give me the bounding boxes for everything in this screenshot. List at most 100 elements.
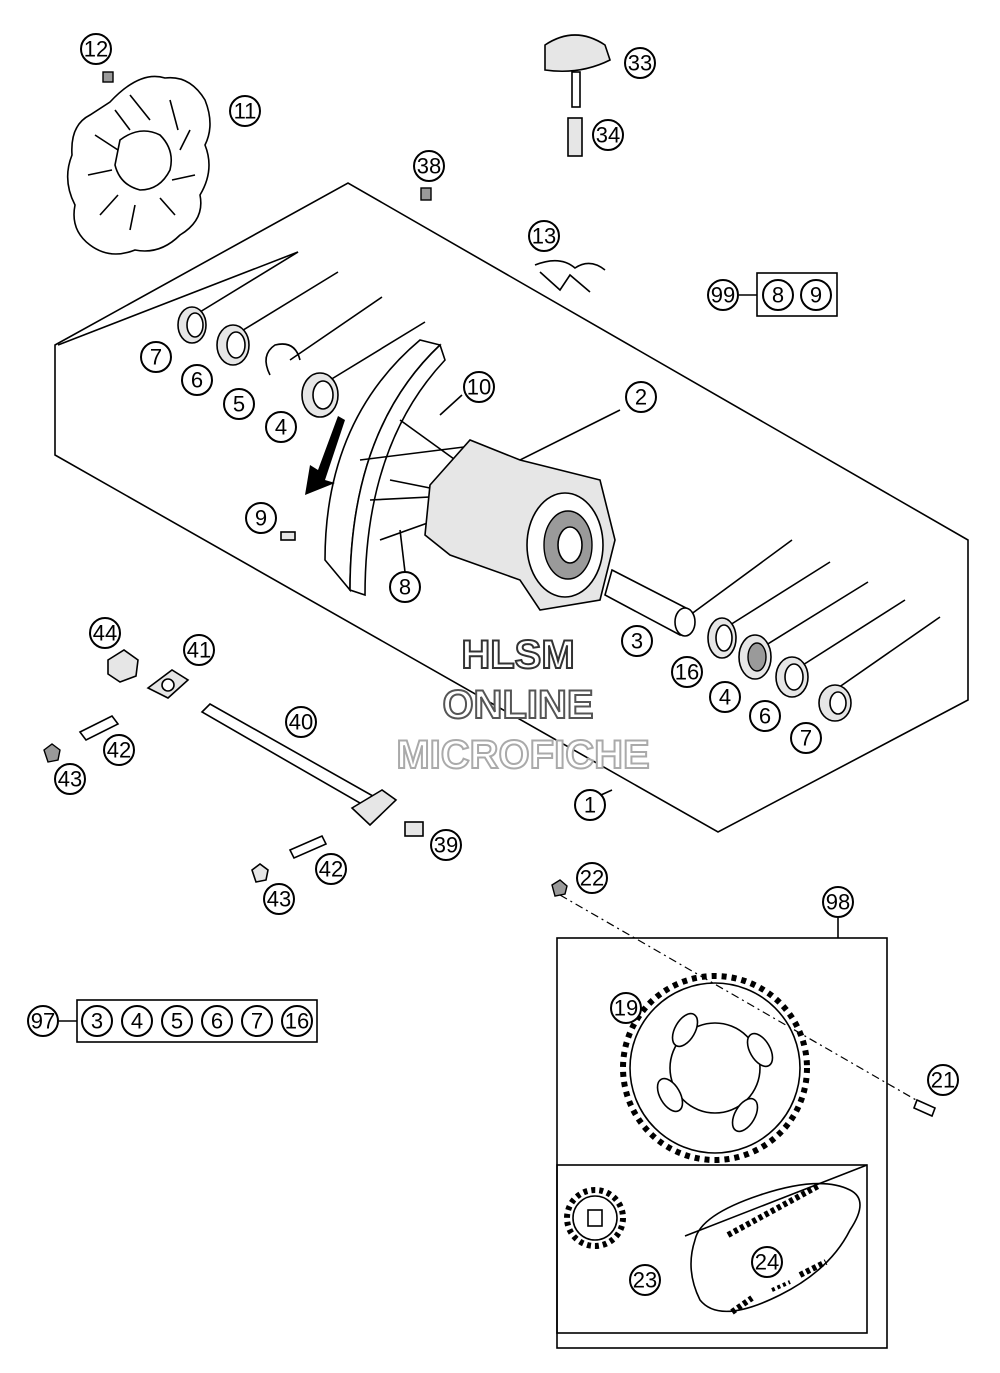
rim-tape [534, 259, 606, 293]
svg-text:97: 97 [31, 1009, 55, 1034]
svg-text:19: 19 [614, 996, 638, 1021]
callout-98: 98 [822, 886, 854, 918]
callout-4-right: 4 [709, 681, 741, 713]
callout-5: 5 [223, 388, 255, 420]
front-sprocket [564, 1187, 626, 1249]
rim [324, 339, 446, 597]
svg-text:5: 5 [171, 1009, 183, 1034]
callout-43-bottom: 43 [263, 883, 295, 915]
callout-42-bottom: 42 [315, 853, 347, 885]
svg-text:42: 42 [107, 738, 131, 763]
svg-text:24: 24 [755, 1250, 779, 1275]
chain-kit-box [556, 1164, 868, 1334]
svg-text:9: 9 [255, 506, 267, 531]
sprocket-bolt-line [551, 879, 937, 1118]
callout-39: 39 [430, 829, 462, 861]
svg-text:38: 38 [417, 154, 441, 179]
svg-text:8: 8 [399, 575, 411, 600]
svg-text:6: 6 [759, 704, 771, 729]
svg-text:40: 40 [289, 710, 313, 735]
wheel-assembly-outline [54, 182, 969, 833]
svg-text:4: 4 [275, 415, 287, 440]
adjuster-bolt-top [78, 714, 120, 742]
callout-23: 23 [629, 1264, 661, 1296]
kit-99-item: 9 [800, 279, 832, 311]
svg-text:1: 1 [584, 793, 596, 818]
svg-text:3: 3 [631, 629, 643, 654]
svg-text:33: 33 [628, 51, 652, 76]
adjuster-bolt-bottom [288, 834, 328, 860]
svg-text:43: 43 [267, 887, 291, 912]
callout-97: 97 [27, 1005, 59, 1037]
axle-nut-44 [107, 649, 139, 683]
callout-7-right: 7 [790, 722, 822, 754]
kit-97-item: 4 [121, 1005, 153, 1037]
kit-97-box [59, 999, 318, 1043]
chain-guide-part [544, 34, 611, 108]
svg-text:5: 5 [233, 392, 245, 417]
svg-text:MICROFICHE: MICROFICHE [396, 733, 649, 777]
sprocket-kit-box [556, 918, 888, 1349]
callout-3: 3 [621, 625, 653, 657]
callout-4-left: 4 [265, 411, 297, 443]
kit-97-item: 3 [81, 1005, 113, 1037]
callout-21: 21 [927, 1064, 959, 1096]
svg-text:39: 39 [434, 833, 458, 858]
callout-40: 40 [285, 706, 317, 738]
svg-text:42: 42 [319, 857, 343, 882]
chain-adjuster-41 [146, 669, 190, 699]
right-seal-6 [775, 656, 809, 698]
svg-text:ONLINE: ONLINE [442, 683, 593, 727]
callout-12: 12 [80, 33, 112, 65]
callout-33: 33 [624, 47, 656, 79]
callout-44: 44 [89, 617, 121, 649]
adjuster-nut-top [43, 743, 61, 763]
svg-text:7: 7 [150, 345, 162, 370]
svg-text:10: 10 [467, 375, 491, 400]
rear-hub [424, 439, 616, 611]
kit-97-item: 7 [241, 1005, 273, 1037]
kit-97-item: 5 [161, 1005, 193, 1037]
svg-text:4: 4 [131, 1009, 143, 1034]
callout-1: 1 [574, 789, 606, 821]
disc-bolt [102, 71, 114, 83]
callout-9: 9 [245, 502, 277, 534]
svg-text:99: 99 [711, 283, 735, 308]
spacer-sleeve [567, 117, 583, 157]
left-seal-6 [216, 324, 250, 366]
valve-cap [420, 187, 432, 201]
callout-41: 41 [183, 634, 215, 666]
callout-99: 99 [707, 279, 739, 311]
callout-7-left: 7 [140, 341, 172, 373]
svg-text:34: 34 [596, 123, 620, 148]
adjuster-nut-bottom [251, 863, 269, 883]
axle-pin-39 [404, 821, 424, 837]
callout-10: 10 [463, 371, 495, 403]
svg-text:16: 16 [675, 660, 699, 685]
callout-8: 8 [389, 571, 421, 603]
left-circlip-5 [265, 343, 301, 376]
svg-text:44: 44 [93, 621, 117, 646]
svg-text:21: 21 [931, 1068, 955, 1093]
kit-97-item: 16 [281, 1005, 313, 1037]
callout-34: 34 [592, 119, 624, 151]
callout-43-top: 43 [54, 763, 86, 795]
svg-text:7: 7 [251, 1009, 263, 1034]
svg-text:9: 9 [810, 283, 822, 308]
svg-text:98: 98 [826, 890, 850, 915]
drive-chain [690, 1182, 861, 1315]
svg-text:12: 12 [84, 37, 108, 62]
svg-text:22: 22 [580, 866, 604, 891]
hub-spacer [604, 568, 696, 637]
callout-19: 19 [610, 992, 642, 1024]
left-spacer-7 [177, 306, 207, 344]
brake-disc [66, 75, 211, 255]
kit-99-item: 8 [762, 279, 794, 311]
callout-6-left: 6 [181, 364, 213, 396]
svg-text:41: 41 [187, 638, 211, 663]
svg-text:6: 6 [211, 1009, 223, 1034]
svg-text:3: 3 [91, 1009, 103, 1034]
callout-42-top: 42 [103, 734, 135, 766]
svg-text:43: 43 [58, 767, 82, 792]
